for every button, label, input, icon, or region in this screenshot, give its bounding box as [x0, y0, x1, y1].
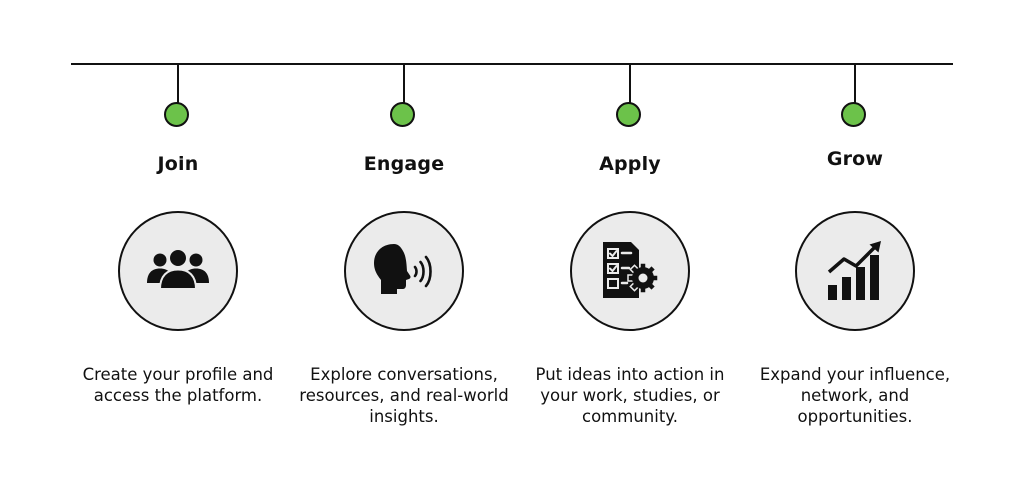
connector-line [854, 64, 856, 104]
step-title: Apply [599, 153, 661, 175]
checklist-gear-icon [603, 242, 659, 298]
step-title: Engage [363, 153, 445, 175]
people-group-icon [147, 249, 209, 290]
icon-circle [795, 211, 915, 331]
connector-line [629, 64, 631, 104]
step-apply: Apply [510, 0, 750, 500]
milestone-dot [616, 102, 641, 127]
milestone-dot [841, 102, 866, 127]
step-description: Put ideas into action in your work, stud… [535, 365, 725, 426]
growth-chart-icon [827, 241, 881, 300]
step-title: Grow [826, 148, 884, 170]
step-description: Explore conversations, resources, and re… [299, 365, 509, 426]
step-description: Expand your influence, network, and oppo… [759, 365, 951, 426]
icon-circle [118, 211, 238, 331]
step-title: Join [157, 153, 199, 175]
milestone-dot [164, 102, 189, 127]
icon-circle [570, 211, 690, 331]
icon-circle [344, 211, 464, 331]
timeline-line [71, 63, 953, 65]
step-engage: Engage Explore conversations, resources,… [284, 0, 524, 500]
speaking-head-icon [374, 244, 432, 294]
connector-line [177, 64, 179, 104]
step-description: Create your profile and access the platf… [82, 365, 274, 405]
step-join: Join Create your profile and access the … [58, 0, 298, 500]
step-grow: Grow Expand your influence, network, and… [735, 0, 975, 500]
milestone-dot [390, 102, 415, 127]
connector-line [403, 64, 405, 104]
